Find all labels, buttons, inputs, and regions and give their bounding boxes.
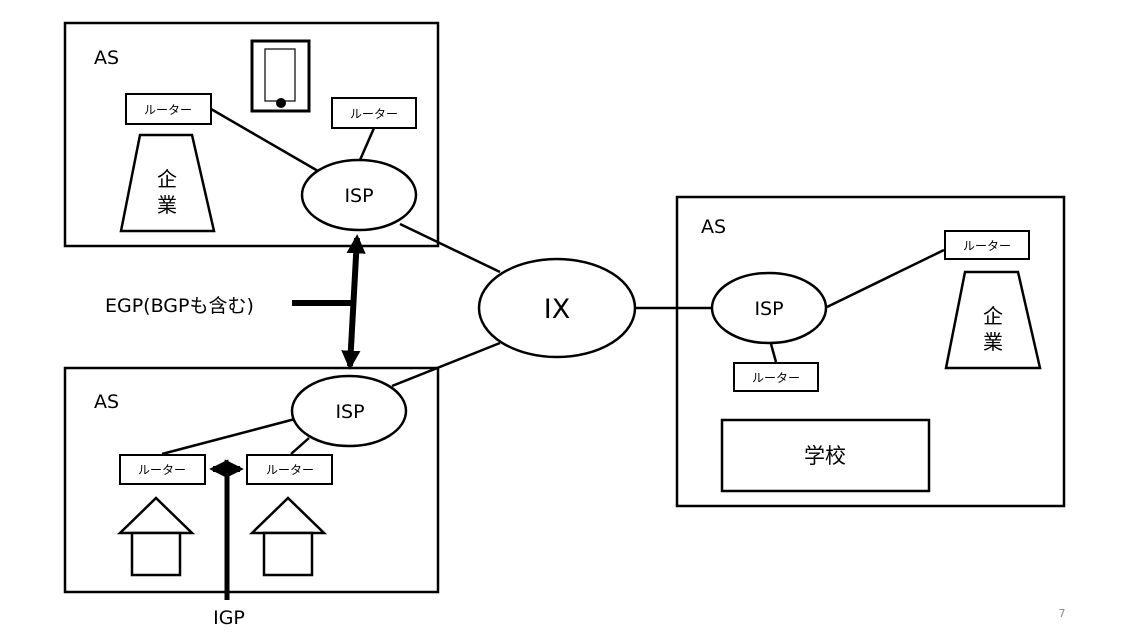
- svg-text:業: 業: [983, 330, 1003, 354]
- smartphone-icon: [250, 39, 311, 113]
- school-box: [720, 418, 931, 493]
- house-icon: [116, 496, 196, 577]
- school-label: 学校: [804, 444, 846, 468]
- link-router-isp-top-b: [358, 127, 376, 161]
- isp-node: [300, 158, 418, 232]
- router-label: ルーター: [266, 463, 314, 477]
- igp-label: IGP: [213, 607, 245, 629]
- as-label: AS: [701, 216, 726, 238]
- enterprise-icon: 企 業: [944, 270, 1042, 370]
- as-right: AS ISP ルーター ルーター 企 業 学校: [675, 195, 1066, 508]
- link-isp-bottom-ix: [391, 341, 501, 388]
- isp-node: [710, 271, 828, 345]
- router-label: ルーター: [350, 107, 398, 121]
- router-label: ルーター: [963, 239, 1011, 253]
- isp-node: [290, 374, 408, 448]
- router-label: ルーター: [752, 371, 800, 385]
- link-isp-right-router: [826, 248, 945, 309]
- isp-label: ISP: [335, 401, 364, 423]
- link-router-isp-top-a: [210, 107, 319, 173]
- as-label: AS: [94, 391, 119, 413]
- svg-text:企: 企: [157, 167, 177, 191]
- enterprise-icon: 企 業: [119, 133, 216, 233]
- svg-text:企: 企: [983, 304, 1003, 328]
- router-box: [125, 93, 212, 125]
- house-icon: [248, 496, 328, 577]
- as-label: AS: [94, 47, 119, 69]
- egp-arrow: [341, 234, 366, 370]
- ix-label: IX: [544, 294, 570, 325]
- router-box: [944, 230, 1030, 260]
- link-isp-right-router-b: [769, 343, 778, 363]
- isp-label: ISP: [344, 185, 373, 207]
- link-isp-bottom-router-b: [290, 437, 310, 455]
- router-box: [733, 362, 819, 392]
- as-box: [675, 195, 1066, 508]
- router-box: [119, 454, 206, 485]
- link-isp-top-ix: [399, 222, 501, 274]
- connection-lines: [161, 107, 945, 456]
- ix-node: [477, 257, 637, 359]
- router-label: ルーター: [144, 103, 192, 117]
- svg-text:業: 業: [157, 193, 177, 217]
- as-box: [63, 366, 440, 594]
- isp-label: ISP: [754, 298, 783, 320]
- egp-label: EGP(BGPも含む): [105, 295, 254, 317]
- as-box: [63, 21, 440, 248]
- router-box: [331, 97, 417, 129]
- link-isp-bottom-router-a: [161, 417, 296, 456]
- as-bottom-left: AS ISP ルーター ルーター: [63, 366, 440, 594]
- router-label: ルーター: [138, 463, 186, 477]
- router-box: [246, 454, 333, 485]
- page-number: 7: [1059, 607, 1066, 620]
- as-top-left: AS ルーター ルーター 企 業 ISP: [63, 21, 440, 248]
